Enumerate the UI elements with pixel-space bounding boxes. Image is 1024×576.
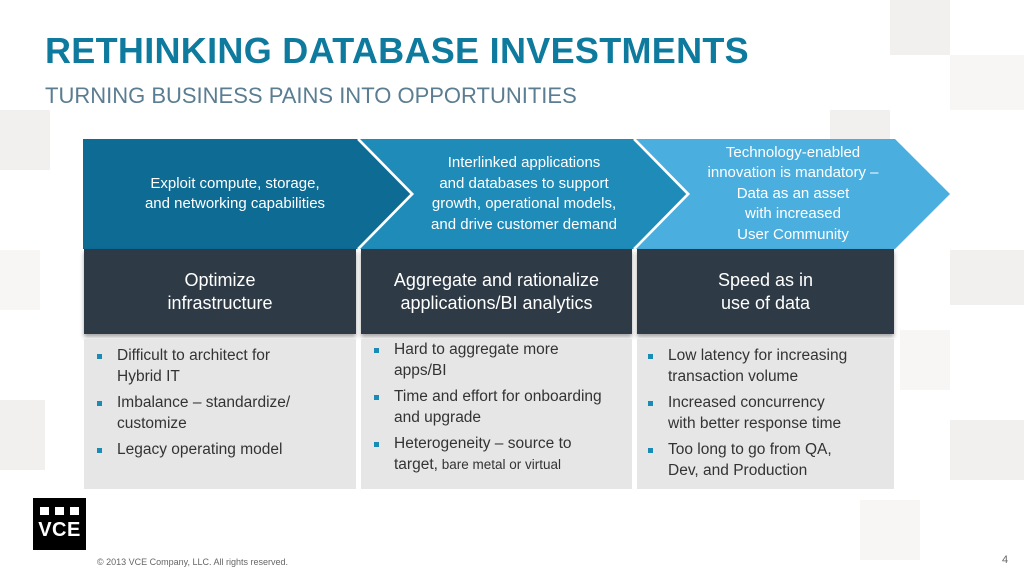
- heading-box-optimize: Optimize infrastructure: [84, 249, 356, 334]
- heading-box-speed: Speed as in use of data: [637, 249, 894, 334]
- bullet-icon: [648, 401, 653, 406]
- list-item-line: Too long to go from QA,: [668, 441, 832, 458]
- heading-line: Aggregate and rationalize: [393, 269, 600, 290]
- chevron-1-line: and networking capabilities: [144, 195, 326, 212]
- pain-list: Low latency for increasing transaction v…: [637, 339, 894, 481]
- chevron-1-text: Exploit compute, storage, and networking…: [95, 142, 375, 246]
- pain-list-box-2: Hard to aggregate more apps/BI Time and …: [361, 339, 632, 489]
- pain-list: Hard to aggregate more apps/BI Time and …: [361, 339, 632, 475]
- chevron-process-bar: [83, 138, 950, 250]
- list-item: Difficult to architect for Hybrid IT: [94, 346, 356, 387]
- list-item: Low latency for increasing transaction v…: [645, 346, 894, 387]
- list-item: Too long to go from QA, Dev, and Product…: [645, 440, 894, 481]
- heading-line: applications/BI analytics: [400, 292, 593, 313]
- heading-box-aggregate: Aggregate and rationalize applications/B…: [361, 249, 632, 334]
- page-subtitle: TURNING BUSINESS PAINS INTO OPPORTUNITIE…: [45, 83, 577, 108]
- list-item-line: apps/BI: [394, 361, 447, 379]
- logo-square-icon: [70, 507, 79, 515]
- chevron-2-line: and drive customer demand: [431, 215, 617, 233]
- pain-list: Difficult to architect for Hybrid IT Imb…: [84, 339, 356, 461]
- chevron-2-line: Interlinked applications: [447, 154, 601, 171]
- logo-square-icon: [40, 507, 49, 515]
- bullet-icon: [648, 448, 653, 453]
- list-item-line: Legacy operating model: [117, 441, 283, 458]
- chevron-3-line: User Community: [737, 225, 849, 243]
- heading-line: Speed as in: [717, 269, 814, 290]
- bullet-icon: [97, 401, 102, 406]
- chevron-3-line: Technology-enabled: [725, 143, 861, 161]
- vce-logo: VCE: [33, 498, 86, 550]
- heading-line: use of data: [720, 292, 811, 313]
- list-item: Hard to aggregate more apps/BI: [371, 340, 632, 381]
- copyright-footer: © 2013 VCE Company, LLC. All rights rese…: [97, 557, 289, 567]
- list-item-line: Time and effort for onboarding: [394, 388, 602, 405]
- chevron-2-text: Interlinked applications and databases t…: [405, 142, 643, 246]
- bullet-icon: [374, 348, 379, 353]
- list-item-line: Hard to aggregate more: [394, 341, 559, 358]
- bullet-icon: [97, 448, 102, 453]
- heading-line: infrastructure: [167, 292, 273, 313]
- logo-text: VCE: [38, 519, 81, 541]
- pain-list-box-3: Low latency for increasing transaction v…: [637, 339, 894, 489]
- list-item-line: and upgrade: [394, 408, 482, 426]
- chevron-3-line: Data as an asset: [736, 184, 850, 202]
- page-title: RETHINKING DATABASE INVESTMENTS: [45, 30, 749, 71]
- bullet-icon: [374, 442, 379, 447]
- list-item-line: Dev, and Production: [668, 461, 808, 479]
- heading-line: Optimize: [184, 269, 256, 290]
- bullet-icon: [374, 395, 379, 400]
- list-item-line: Increased concurrency: [668, 394, 825, 411]
- list-item: Time and effort for onboarding and upgra…: [371, 387, 632, 428]
- list-item-line: with better response time: [668, 414, 842, 432]
- chevron-2-line: and databases to support: [439, 174, 609, 192]
- list-item-text: target,: [394, 455, 438, 473]
- list-item-line: Hybrid IT: [117, 367, 180, 385]
- list-item-line: Low latency for increasing: [668, 347, 848, 364]
- pain-list-box-1: Difficult to architect for Hybrid IT Imb…: [84, 339, 356, 489]
- chevron-1-shape: [83, 139, 412, 249]
- chevron-2-line: growth, operational models,: [431, 195, 617, 212]
- list-item-line: customize: [117, 414, 187, 432]
- list-item-line: Difficult to architect for: [117, 347, 271, 364]
- list-item-small-text: bare metal or virtual: [437, 456, 562, 472]
- bullet-icon: [648, 354, 653, 359]
- chevron-divider-1: [357, 138, 414, 250]
- chevron-3-line: with increased: [745, 205, 841, 223]
- logo-square-icon: [55, 507, 64, 515]
- list-item-line: Imbalance – standardize/: [117, 394, 291, 411]
- list-item-line: transaction volume: [668, 367, 799, 385]
- list-item: Heterogeneity – source to target, bare m…: [371, 434, 632, 475]
- page-number: 4: [1002, 554, 1009, 566]
- chevron-2-shape: [360, 139, 688, 249]
- list-item-line: Heterogeneity – source to: [394, 435, 572, 452]
- chevron-divider-2: [633, 138, 690, 250]
- bullet-icon: [97, 354, 102, 359]
- list-item: Imbalance – standardize/ customize: [94, 393, 356, 434]
- list-item: Increased concurrency with better respon…: [645, 393, 894, 434]
- chevron-3-line: innovation is mandatory –: [707, 164, 879, 182]
- list-item: Legacy operating model: [94, 440, 356, 461]
- chevron-3-text: Technology-enabled innovation is mandato…: [680, 142, 906, 246]
- chevron-1-line: Exploit compute, storage,: [150, 174, 320, 192]
- chevron-3-shape: [636, 139, 950, 249]
- list-item-line: target, bare metal or virtual: [394, 455, 632, 476]
